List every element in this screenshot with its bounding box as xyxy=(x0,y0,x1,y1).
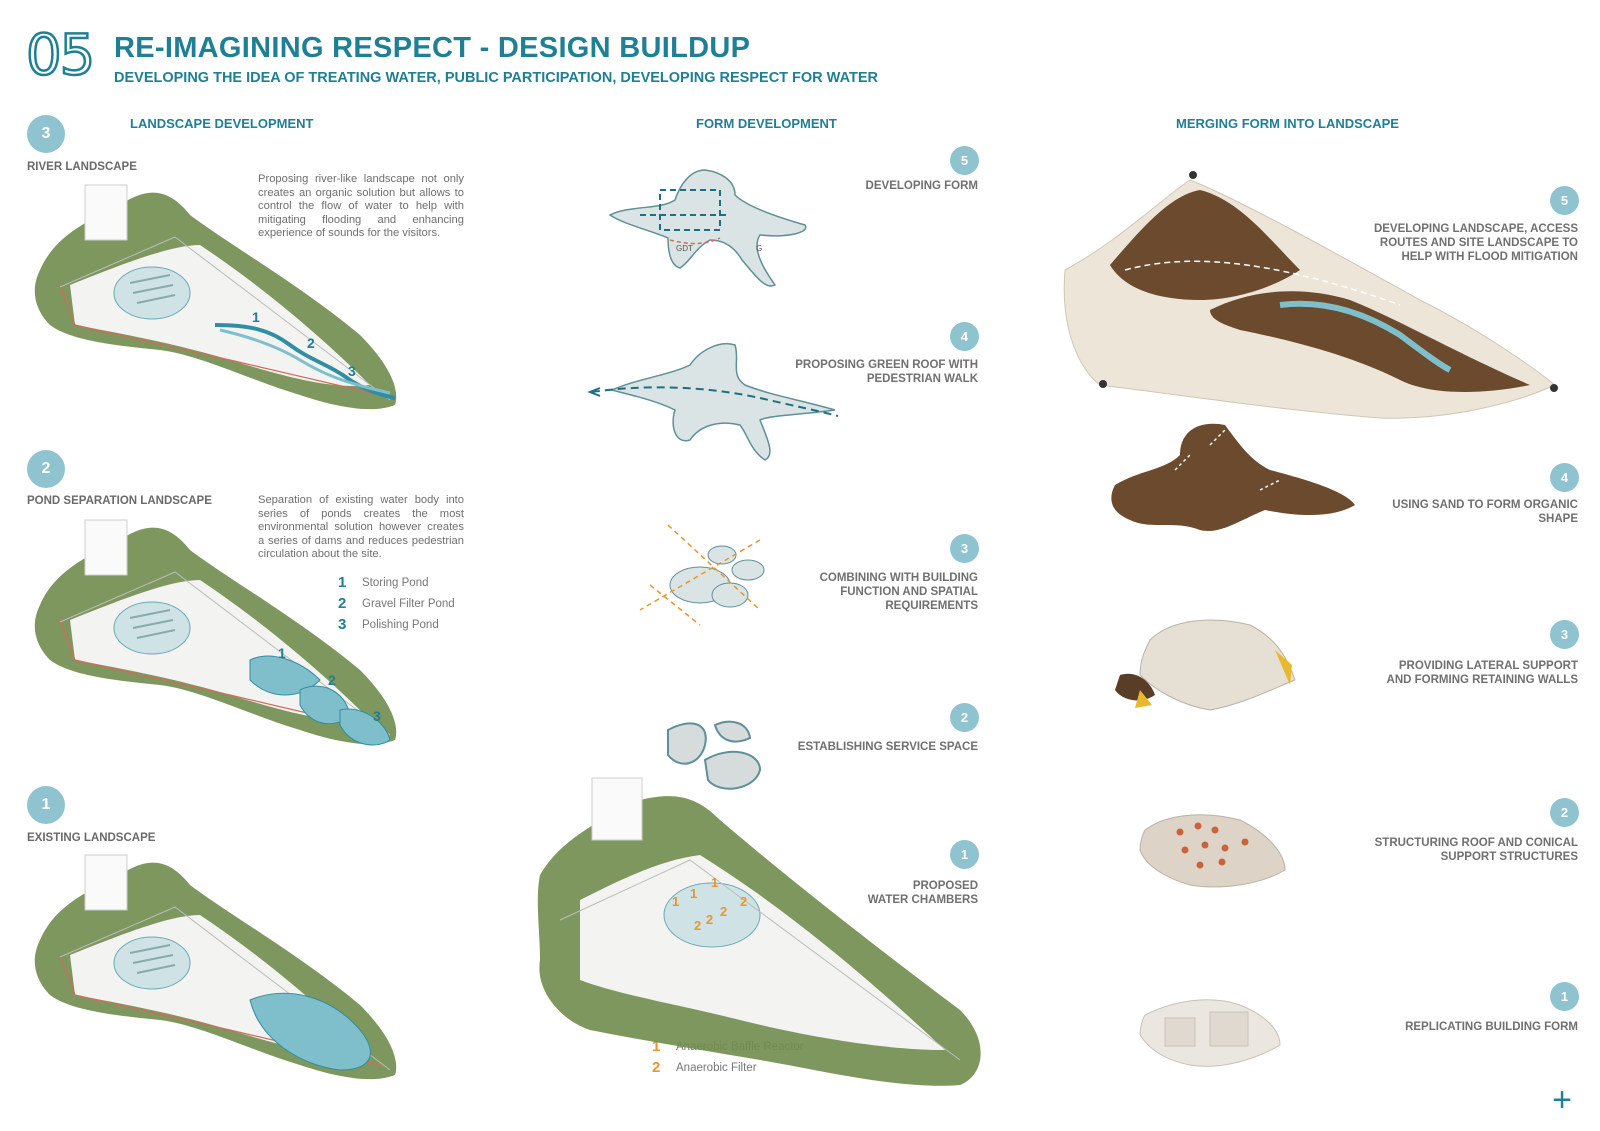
heading-landscape-development: LANDSCAPE DEVELOPMENT xyxy=(130,116,314,131)
chamber-mark-1a: 1 xyxy=(672,894,680,909)
legend-number: 1 xyxy=(338,574,347,591)
chamber-mark-2a: 2 xyxy=(694,918,702,933)
pond-mark-2: 2 xyxy=(328,672,336,688)
river-mark-3: 3 xyxy=(348,363,356,379)
model-building-1 xyxy=(1139,999,1281,1067)
stage-label-developing-landscape: DEVELOPING LANDSCAPE, ACCESS ROUTES AND … xyxy=(1373,223,1578,263)
desc-pond-separation: Separation of existing water body into s… xyxy=(258,494,464,561)
stage-badge-merge-1: 1 xyxy=(1550,982,1579,1011)
stage-badge-merge-3: 3 xyxy=(1550,620,1579,649)
model-retaining-3 xyxy=(1115,619,1296,711)
chamber-mark-1c: 1 xyxy=(711,875,719,890)
legend-number: 2 xyxy=(338,595,347,612)
stage-badge-merge-4: 4 xyxy=(1550,463,1579,492)
stage-label-replicating-form: REPLICATING BUILDING FORM xyxy=(1405,1021,1578,1033)
stage-label-combining: COMBINING WITH BUILDING FUNCTION AND SPA… xyxy=(819,572,978,612)
desc-river-landscape: Proposing river-like landscape not only … xyxy=(258,173,464,240)
sketch-note-g: G xyxy=(756,244,763,253)
form-sketch-2 xyxy=(667,720,762,790)
heading-merging-form: MERGING FORM INTO LANDSCAPE xyxy=(1176,116,1399,131)
stage-badge-merge-2: 2 xyxy=(1550,798,1579,827)
stage-label-river-landscape: RIVER LANDSCAPE xyxy=(27,161,137,173)
chamber-mark-1b: 1 xyxy=(690,886,698,901)
sketch-note-gdt: GDT xyxy=(676,244,693,253)
model-sand-4 xyxy=(1111,423,1355,531)
stage-label-existing-landscape: EXISTING LANDSCAPE xyxy=(27,832,156,844)
stage-badge-form-3: 3 xyxy=(950,534,979,563)
form-sketch-4 xyxy=(609,343,836,461)
river-mark-1: 1 xyxy=(252,309,260,325)
chamber-mark-2b: 2 xyxy=(706,912,714,927)
chamber-mark-2d: 2 xyxy=(740,894,748,909)
site-plan-water-chambers xyxy=(537,777,981,1086)
legend-label: Gravel Filter Pond xyxy=(362,597,455,610)
pond-mark-3: 3 xyxy=(373,708,381,724)
stage-label-service-space: ESTABLISHING SERVICE SPACE xyxy=(797,741,978,753)
stage-label-conical-supports: STRUCTURING ROOF AND CONICAL SUPPORT STR… xyxy=(1374,837,1578,863)
plus-icon: + xyxy=(1552,1081,1572,1119)
chamber-mark-2c: 2 xyxy=(720,904,728,919)
legend-item: 1 Storing Pond xyxy=(338,572,455,593)
legend-number: 3 xyxy=(338,616,347,633)
stage-badge-landscape-2: 2 xyxy=(27,450,65,488)
stage-badge-form-2: 2 xyxy=(950,703,979,732)
legend-label: Anaerobic Filter xyxy=(676,1061,757,1074)
river-mark-2: 2 xyxy=(307,335,315,351)
pond-mark-1: 1 xyxy=(278,645,286,661)
form-sketch-5 xyxy=(608,169,807,287)
stage-label-water-chambers: PROPOSED WATER CHAMBERS xyxy=(867,880,978,906)
stage-badge-form-4: 4 xyxy=(950,322,979,351)
stage-label-developing-form: DEVELOPING FORM xyxy=(865,180,978,192)
legend-item: 3 Polishing Pond xyxy=(338,614,455,635)
stage-badge-merge-5: 5 xyxy=(1550,186,1579,215)
legend-number: 2 xyxy=(652,1059,661,1076)
legend-label: Storing Pond xyxy=(362,576,429,589)
pond-legend: 1 Storing Pond 2 Gravel Filter Pond 3 Polis… xyxy=(338,572,455,635)
heading-form-development: FORM DEVELOPMENT xyxy=(696,116,837,131)
legend-item: 2 Gravel Filter Pond xyxy=(338,593,455,614)
section-number: 05 xyxy=(25,23,97,88)
page-subtitle: DEVELOPING THE IDEA OF TREATING WATER, P… xyxy=(114,70,878,86)
stage-label-lateral-support: PROVIDING LATERAL SUPPORT AND FORMING RE… xyxy=(1386,660,1578,686)
legend-number: 1 xyxy=(652,1038,661,1055)
legend-item: 2 Anaerobic Filter xyxy=(652,1057,804,1078)
stage-badge-landscape-1: 1 xyxy=(27,786,65,824)
stage-label-sand-form: USING SAND TO FORM ORGANIC SHAPE xyxy=(1392,499,1578,525)
stage-badge-landscape-3: 3 xyxy=(27,115,65,153)
page-title: RE-IMAGINING RESPECT - DESIGN BUILDUP xyxy=(114,32,751,64)
stage-badge-form-5: 5 xyxy=(950,146,979,175)
legend-label: Polishing Pond xyxy=(362,618,439,631)
model-conical-2 xyxy=(1139,814,1286,888)
stage-badge-form-1: 1 xyxy=(950,840,979,869)
form-sketch-3 xyxy=(639,524,765,626)
model-landscape-5 xyxy=(1063,171,1558,419)
stage-label-green-roof: PROPOSING GREEN ROOF WITH PEDESTRIAN WAL… xyxy=(795,359,978,385)
stage-label-pond-separation: POND SEPARATION LANDSCAPE xyxy=(27,495,212,507)
